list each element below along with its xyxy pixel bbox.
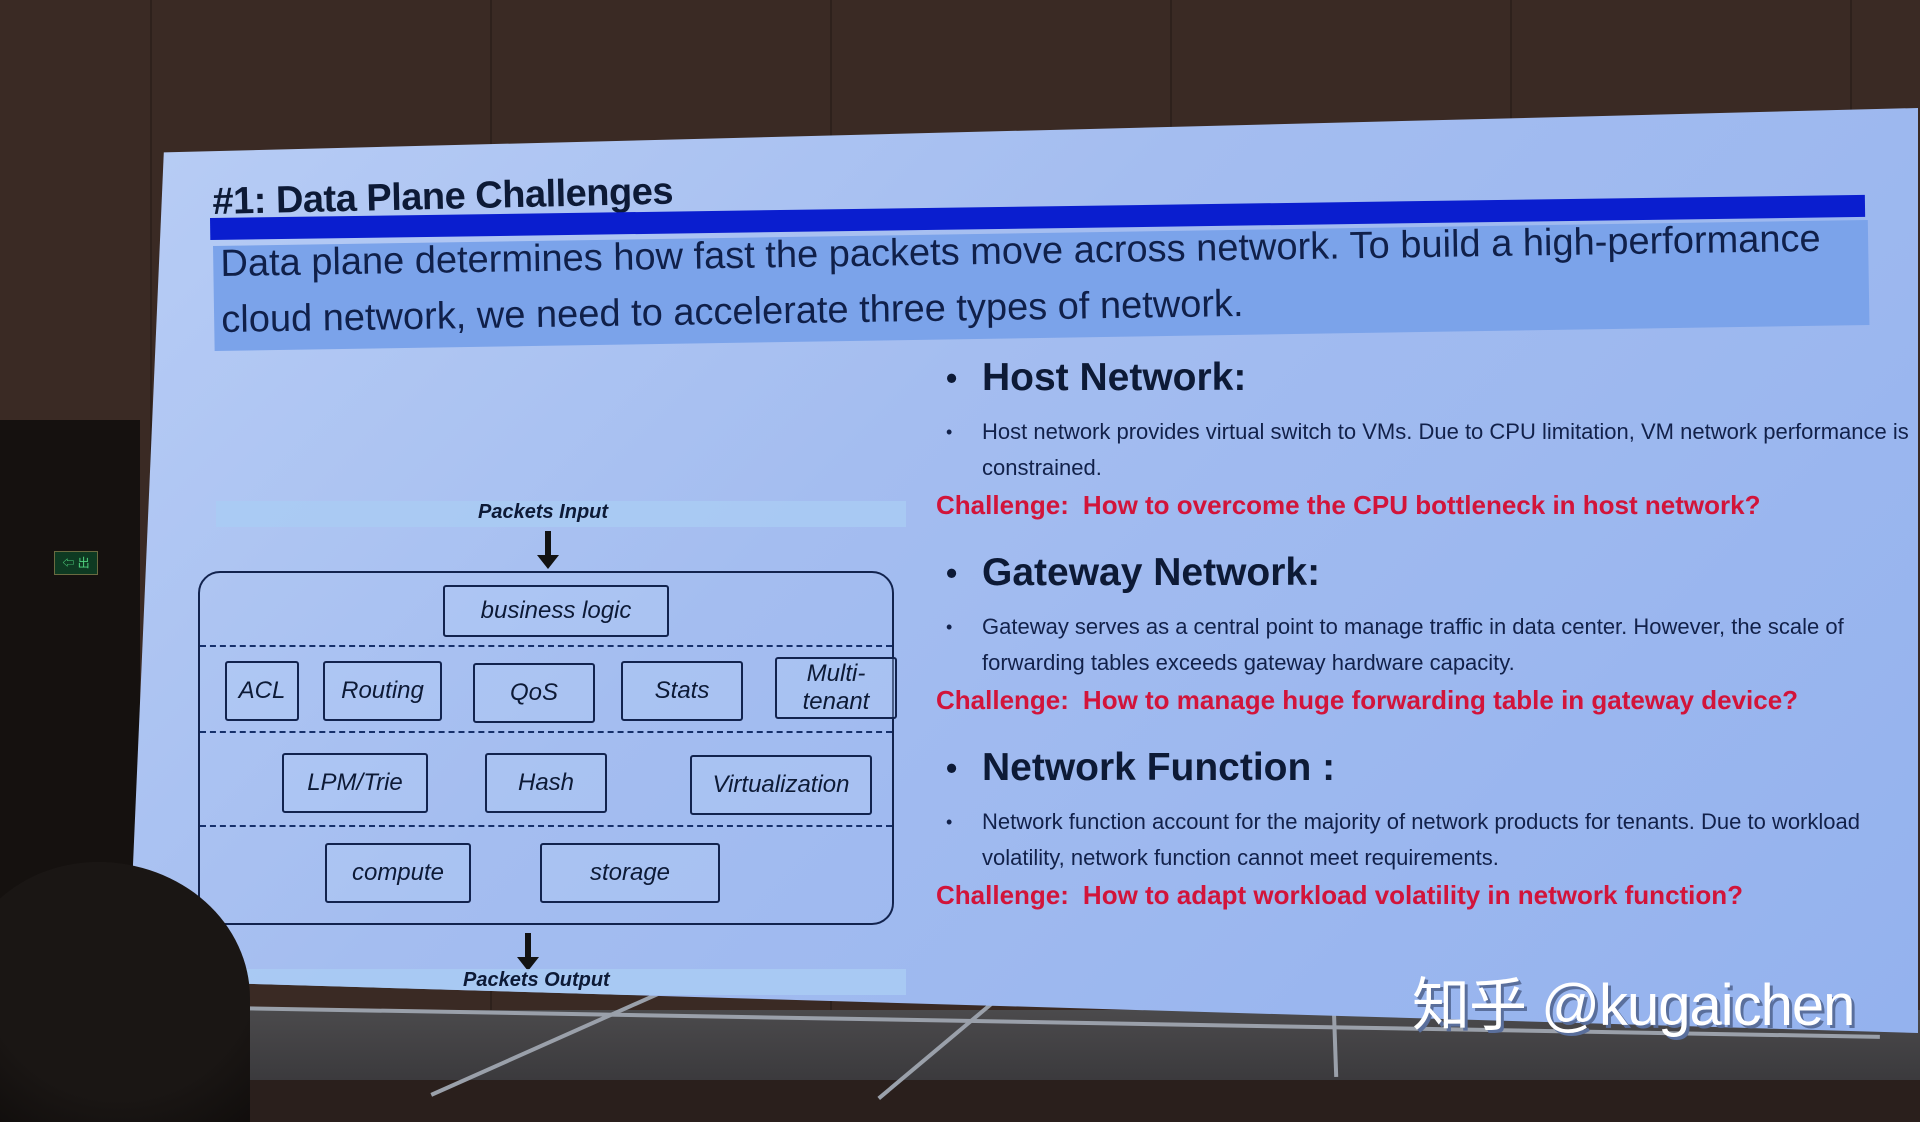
bullet-icon: • <box>946 555 958 591</box>
heading-text: Gateway Network: <box>982 551 1321 594</box>
module-qos: QoS <box>473 663 595 723</box>
bullet-icon: • <box>946 750 958 786</box>
module-business-logic: business logic <box>443 585 669 637</box>
packets-output-label: Packets Output <box>463 969 610 991</box>
section-host-network: • Host Network: • Host network provides … <box>936 348 1910 521</box>
section-body: • Network function account for the major… <box>940 804 1910 876</box>
pipeline-frame: business logic ACL Routing QoS Stats Mul… <box>198 571 897 925</box>
layer-divider <box>200 825 892 827</box>
module-compute: compute <box>325 843 471 903</box>
section-heading: • Gateway Network: <box>940 543 1910 603</box>
module-storage: storage <box>540 843 720 903</box>
section-gateway-network: • Gateway Network: • Gateway serves as a… <box>936 543 1910 716</box>
floor-stripe <box>430 987 670 1097</box>
module-stats: Stats <box>621 661 743 721</box>
down-arrow-icon <box>537 531 559 569</box>
challenge-line: Challenge: How to overcome the CPU bottle… <box>936 490 1910 521</box>
bullet-icon: • <box>946 360 958 396</box>
heading-text: Host Network: <box>982 356 1247 399</box>
section-body: • Host network provides virtual switch t… <box>940 414 1910 486</box>
exit-sign: ⇦ 出 <box>54 551 98 575</box>
heading-text: Network Function : <box>982 746 1336 789</box>
module-virtualization: Virtualization <box>690 755 872 815</box>
section-heading: • Network Function : <box>940 738 1910 798</box>
body-text: Network function account for the majorit… <box>982 809 1860 870</box>
section-network-function: • Network Function : • Network function … <box>936 738 1910 911</box>
projection-screen: #1: Data Plane Challenges Data plane det… <box>128 108 1918 1033</box>
body-text: Gateway serves as a central point to man… <box>982 614 1844 675</box>
floor-stripe <box>1331 1006 1339 1078</box>
challenge-line: Challenge: How to manage huge forwarding … <box>936 685 1910 716</box>
module-lpm-trie: LPM/Trie <box>282 753 428 813</box>
module-hash: Hash <box>485 753 607 813</box>
packets-input-label: Packets Input <box>478 501 609 523</box>
challenge-label: Challenge: <box>936 685 1069 715</box>
bullet-icon: • <box>946 812 953 832</box>
section-body: • Gateway serves as a central point to m… <box>940 609 1910 681</box>
bullet-icon: • <box>946 422 953 442</box>
data-plane-diagram: Packets Input business logic ACL Routing… <box>198 413 908 995</box>
challenge-label: Challenge: <box>936 880 1069 910</box>
challenge-text: How to adapt workload volatility in netw… <box>1082 880 1744 910</box>
module-acl: ACL <box>225 661 299 721</box>
challenge-text: How to manage huge forwarding table in g… <box>1082 685 1799 715</box>
module-multi-tenant-line2: tenant <box>802 688 870 715</box>
module-multi-tenant-line1: Multi- <box>806 660 866 687</box>
module-routing: Routing <box>323 661 442 721</box>
layer-divider <box>200 645 892 647</box>
module-multi-tenant: Multi- tenant <box>775 657 897 719</box>
challenge-text: How to overcome the CPU bottleneck in ho… <box>1082 490 1761 520</box>
section-heading: • Host Network: <box>940 348 1910 408</box>
network-types-list: • Host Network: • Host network provides … <box>936 348 1910 911</box>
input-band <box>216 501 906 527</box>
slide: #1: Data Plane Challenges Data plane det… <box>128 108 1918 1033</box>
layer-divider <box>200 731 892 733</box>
body-text: Host network provides virtual switch to … <box>982 419 1909 480</box>
floor-stripe <box>877 994 1003 1100</box>
bullet-icon: • <box>946 617 953 637</box>
audience-head-silhouette <box>0 862 250 1122</box>
down-arrow-icon <box>517 933 539 971</box>
zhihu-watermark: 知乎 @kugaichen <box>1412 973 1855 1038</box>
challenge-line: Challenge: How to adapt workload volatili… <box>936 880 1910 911</box>
challenge-label: Challenge: <box>936 490 1069 520</box>
